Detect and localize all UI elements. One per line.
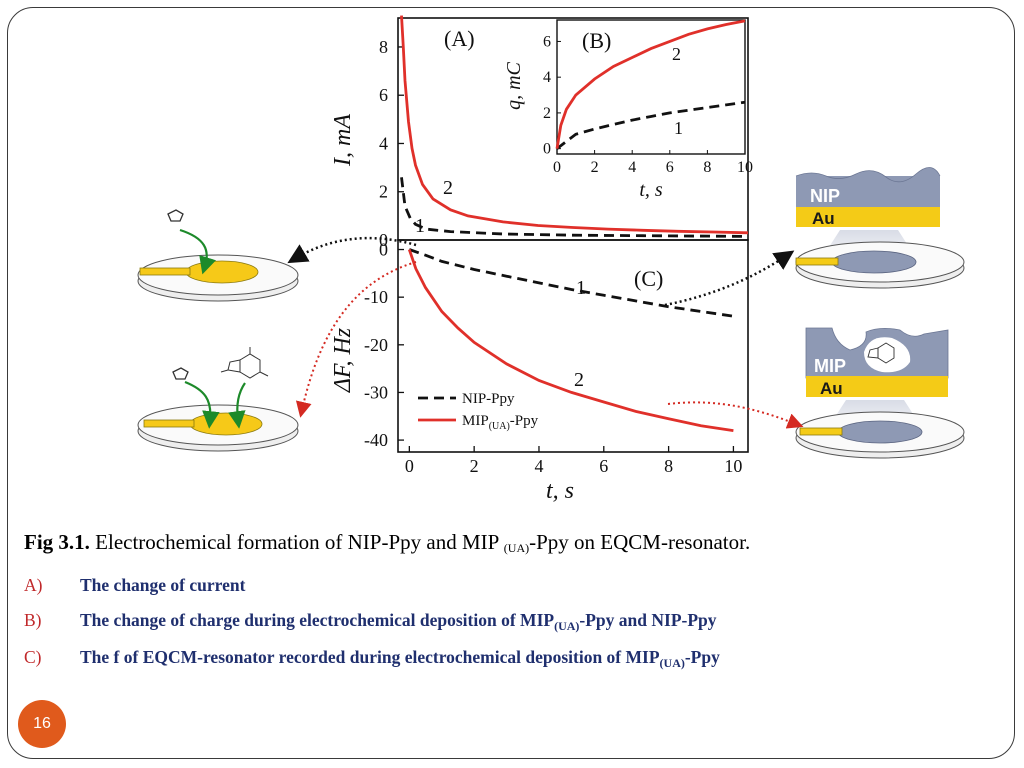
nip-layer-schematic: NIP Au	[795, 167, 965, 289]
series-line-a-1	[400, 177, 749, 238]
list-item: A) The change of current	[24, 575, 245, 596]
y-tick-label: 6	[379, 85, 388, 105]
connector-arrow-nip-left	[287, 236, 417, 264]
series-line-c-2	[407, 249, 734, 432]
y-tick-label: 2	[543, 105, 551, 122]
plot-frame	[397, 239, 749, 453]
gold-layer-label: Au	[812, 209, 835, 228]
x-tick-label: 0	[405, 456, 414, 476]
series-line-a-2	[400, 15, 749, 235]
y-tick-label: -20	[364, 335, 388, 355]
list-marker: C)	[24, 647, 42, 667]
x-tick-label: 6	[599, 456, 608, 476]
plot-frame	[556, 19, 746, 155]
y-tick-label: -40	[364, 430, 388, 450]
y-tick-label: -10	[364, 287, 388, 307]
legend-label-mip: MIP(UA)-Ppy	[462, 413, 539, 432]
nip-layer-label: NIP	[810, 186, 840, 206]
x-tick-label: 4	[628, 159, 636, 176]
series-label-1: 1	[674, 118, 683, 138]
y-tick-label: 8	[379, 37, 388, 57]
mip-layer-schematic: MIP Au	[795, 327, 965, 459]
panel-label: (A)	[444, 26, 475, 51]
series-label-1: 1	[576, 277, 586, 299]
page-number-badge: 16	[18, 700, 66, 748]
x-tick-label: 10	[724, 456, 742, 476]
series-line-b-2	[555, 19, 746, 149]
list-item: C) The f of EQCM-resonator recorded durin…	[24, 647, 720, 671]
list-item-text: The change of charge during electrochemi…	[80, 610, 555, 630]
mip-layer-label: MIP	[814, 356, 846, 376]
y-tick-label: 4	[543, 69, 551, 86]
y-tick-label: 4	[379, 133, 388, 153]
caption-text: Electrochemical formation of NIP-Ppy and…	[89, 530, 504, 554]
panel-b-inset: 0 2 4 6 8 10 0 2 4 6 q, mC t, s (B) 2 1	[503, 19, 753, 201]
series-line-b-1	[556, 100, 746, 150]
pyrrole-molecule-icon	[167, 209, 184, 222]
y-axis-label: I, mA	[330, 114, 356, 167]
x-tick-label: 4	[534, 456, 543, 476]
gold-layer-label: Au	[820, 379, 843, 398]
connector-arrow-nip-right	[664, 250, 795, 307]
figure-caption: Fig 3.1. Electrochemical formation of NI…	[24, 530, 750, 556]
connector-arrow-mip-right	[667, 401, 804, 429]
list-item-subscript: (UA)	[554, 619, 580, 633]
legend-label-nip: NIP-Ppy	[462, 391, 515, 407]
x-axis-label: t, s	[546, 478, 574, 504]
list-item-text: The change of current	[80, 575, 246, 595]
list-item-text-end: -Ppy	[684, 647, 720, 667]
x-tick-label: 2	[470, 456, 479, 476]
y-tick-label: -30	[364, 382, 388, 402]
series-label-2: 2	[443, 177, 453, 199]
y-tick-label: 0	[379, 240, 388, 260]
list-item: B) The change of charge during electroche…	[24, 610, 717, 634]
caption-fig-label: Fig 3.1.	[24, 530, 90, 554]
list-item-text: The f of EQCM-resonator recorded during …	[80, 647, 660, 667]
y-tick-label: 0	[379, 230, 388, 250]
x-tick-label: 2	[591, 159, 599, 176]
pyrrole-molecule-icon	[172, 367, 189, 380]
list-item-subscript: (UA)	[659, 656, 685, 670]
y-tick-label: 0	[543, 141, 551, 158]
y-tick-label: 6	[543, 33, 551, 50]
x-tick-label: 8	[703, 159, 711, 176]
electrode-schematic-bottom-left	[137, 347, 299, 452]
list-item-text-end: -Ppy and NIP-Ppy	[579, 610, 717, 630]
connector-arrow-mip-left	[295, 261, 417, 418]
y-tick-label: 2	[379, 182, 388, 202]
series-line-c-1	[408, 248, 734, 318]
x-tick-label: 6	[666, 159, 674, 176]
caption-text-end: -Ppy on EQCM-resonator.	[529, 530, 751, 554]
x-tick-label: 8	[664, 456, 673, 476]
y-axis-label: ΔF, Hz	[330, 327, 356, 393]
x-tick-label: 0	[553, 159, 561, 176]
uric-acid-molecule-icon	[867, 342, 895, 364]
series-label-1: 1	[415, 215, 425, 237]
y-axis-label: q, mC	[503, 61, 525, 109]
electrode-schematic-top-left	[137, 209, 299, 302]
caption-subscript: (UA)	[503, 541, 530, 555]
list-marker: A)	[24, 575, 43, 595]
list-marker: B)	[24, 610, 42, 630]
series-label-2: 2	[574, 369, 584, 391]
slide-frame	[7, 7, 1015, 759]
panel-label: (B)	[582, 28, 611, 53]
x-tick-label: 10	[737, 159, 753, 176]
x-axis-label: t, s	[639, 179, 663, 201]
panel-label: (C)	[634, 266, 663, 291]
uric-acid-molecule-icon	[220, 347, 269, 379]
series-label-2: 2	[672, 44, 681, 64]
